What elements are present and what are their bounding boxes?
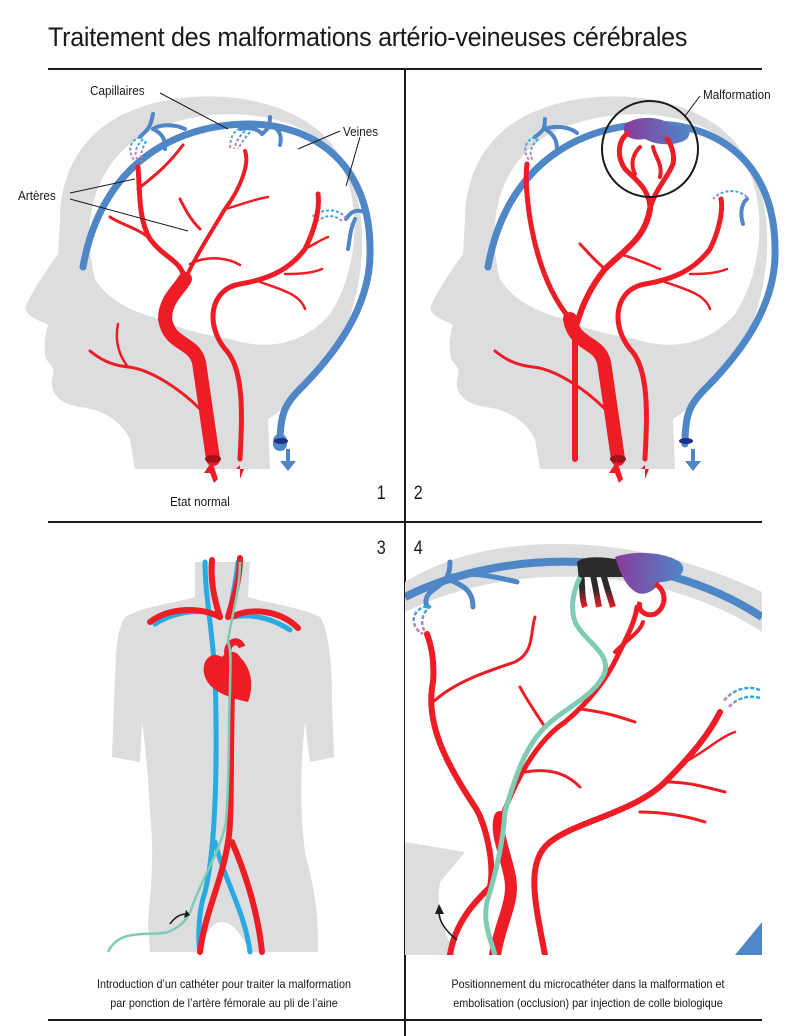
flow-arrow-up-small-icon xyxy=(236,465,244,479)
caption-panel-3: Introduction d’un cathéter pour traiter … xyxy=(64,975,384,1013)
label-malformation: Malformation xyxy=(703,87,771,102)
flow-arrow-down-icon xyxy=(280,449,296,471)
caption-panel-4-line-1: Positionnement du microcathéter dans la … xyxy=(451,977,725,991)
artery-tree-icon xyxy=(88,143,330,466)
head-illustration-malformation xyxy=(430,95,779,483)
flow-arrow-up-icon xyxy=(204,461,218,483)
caption-panel-3-line-2: par ponction de l’artère fémorale au pli… xyxy=(110,996,338,1010)
superior-sagittal-sinus xyxy=(79,120,374,448)
label-arteres: Artères xyxy=(18,188,56,203)
label-capillaires: Capillaires xyxy=(90,83,145,98)
catheter-line xyxy=(106,561,242,953)
caption-panel-4-line-2: embolisation (occlusion) par injection d… xyxy=(453,996,723,1010)
malformation-nidus-icon xyxy=(615,552,684,594)
insertion-arrow-icon xyxy=(438,911,458,941)
page-title: Traitement des malformations artério-vei… xyxy=(48,22,688,52)
panel-2-malformation: Malformation 2 xyxy=(405,69,805,521)
torso-silhouette-icon xyxy=(112,562,334,952)
malformation-highlight-circle xyxy=(601,100,699,198)
caption-panel-3-line-1: Introduction d’un cathéter pour traiter … xyxy=(97,977,351,991)
insertion-arrow-icon xyxy=(169,913,187,925)
label-veines: Veines xyxy=(343,124,379,139)
malformation-nidus-icon xyxy=(623,117,690,145)
head-illustration-normal xyxy=(25,92,374,483)
microcatheter-line xyxy=(483,575,609,955)
heart-icon xyxy=(203,651,252,702)
caption-panel-4: Positionnement du microcathéter dans la … xyxy=(428,975,748,1013)
panel-number-1: 1 xyxy=(376,483,386,504)
panel-number-2: 2 xyxy=(413,483,423,504)
torso-illustration xyxy=(106,555,334,955)
divider-vertical xyxy=(404,68,406,1036)
panel-number-4: 4 xyxy=(413,538,423,559)
panel-3-catheter-introduction: 3 xyxy=(0,522,404,1019)
caption-etat-normal: Etat normal xyxy=(170,494,230,509)
panel-number-3: 3 xyxy=(376,538,386,559)
panel-1-normal-state: Capillaires Veines Artères Etat normal 1 xyxy=(0,69,404,521)
brain-closeup-illustration xyxy=(405,543,762,955)
panel-4-embolization: 4 xyxy=(405,522,762,955)
